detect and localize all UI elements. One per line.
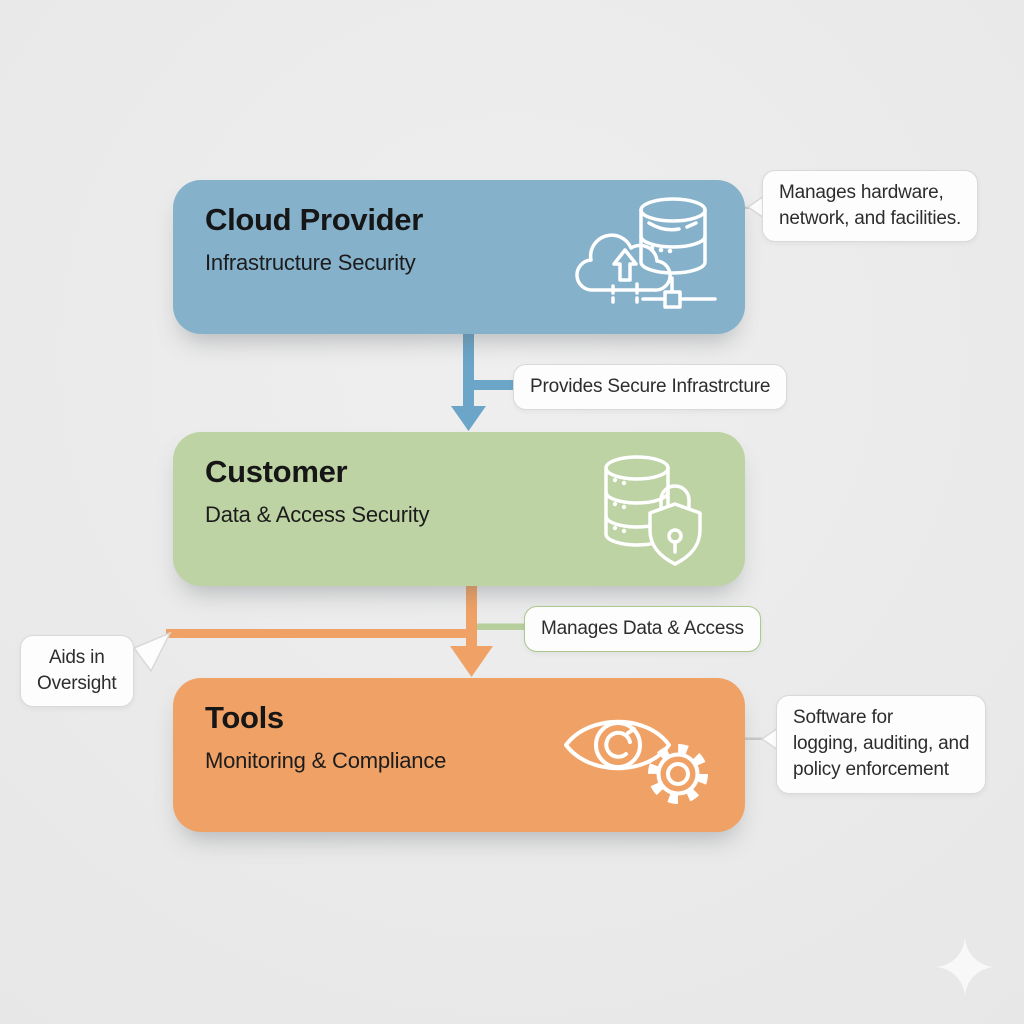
callout-manages-data-access: Manages Data & Access [524,606,761,653]
box-subtitle: Infrastructure Security [205,250,416,275]
box-customer: Customer Data & Access Security [173,432,745,586]
sparkle-icon [936,938,994,996]
database-shield-lock-icon [604,455,702,566]
callout-software-for-logging: Software for logging, auditing, and poli… [776,695,987,794]
callout-aids-in-oversight: Aids in Oversight [20,635,134,708]
bubble-tail-oversight [132,631,172,673]
arrow-orange-customer-to-tools [166,586,493,677]
cloud-upload-server-icon [575,197,717,309]
box-title: Tools [205,700,284,735]
arrow-blue-provider-to-customer [451,333,515,431]
connector-green-line [477,623,525,630]
box-title: Customer [205,454,348,489]
box-subtitle: Data & Access Security [205,502,430,527]
callout-manages-hardware: Manages hardware, network, and facilitie… [762,170,979,243]
box-tools: Tools Monitoring & Compliance [173,678,745,832]
box-title: Cloud Provider [205,202,423,237]
box-subtitle: Monitoring & Compliance [205,748,447,773]
callout-provides-secure-infrastructure: Provides Secure Infrastrcture [513,364,788,411]
box-cloud-provider: Cloud Provider Infrastructure Security [173,180,745,334]
eye-gear-icon [564,719,708,804]
